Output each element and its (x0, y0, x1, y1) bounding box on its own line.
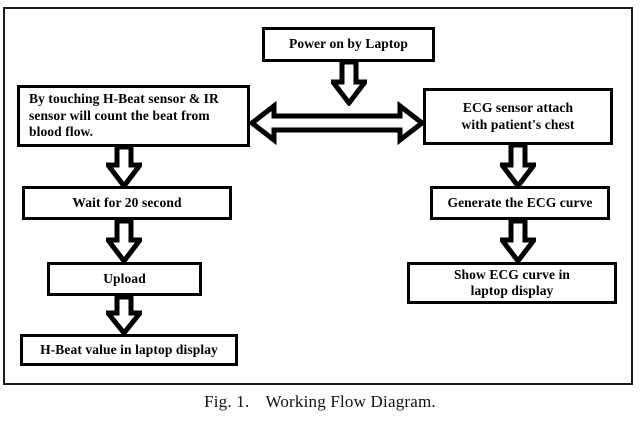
flow-node-hbeat-value: H-Beat value in laptop display (20, 334, 238, 366)
flow-node-generate-ecg-curve-label: Generate the ECG curve (447, 194, 593, 210)
arrow-down-icon-generate-to-show (500, 219, 536, 264)
flow-node-ecg-attach-label: ECG sensor attach with patient's chest (461, 100, 575, 132)
flow-node-wait: Wait for 20 second (22, 186, 232, 220)
arrow-down-icon-hbeat-to-wait (106, 145, 142, 189)
arrow-down-icon-wait-to-upload (106, 219, 142, 264)
arrow-bidirectional-icon-hbeat-ecg (249, 100, 425, 146)
flow-node-power-on: Power on by Laptop (262, 27, 435, 62)
arrow-down-icon-power-to-branch (331, 60, 367, 106)
figure-caption-text: Working Flow Diagram. (265, 392, 436, 411)
arrow-down-icon-upload-to-value (106, 295, 142, 336)
arrow-down-icon-ecg-to-generate (500, 143, 536, 189)
flow-node-upload: Upload (47, 262, 202, 296)
flow-node-power-on-label: Power on by Laptop (289, 36, 408, 52)
flow-node-upload-label: Upload (103, 270, 146, 286)
flow-node-hbeat-value-label: H-Beat value in laptop display (40, 341, 218, 357)
flow-node-wait-label: Wait for 20 second (72, 194, 182, 210)
figure-caption-label: Fig. 1. (204, 392, 250, 411)
flow-node-show-ecg-curve-label: Show ECG curve in laptop display (453, 266, 571, 298)
flow-node-generate-ecg-curve: Generate the ECG curve (430, 186, 610, 220)
flow-node-hbeat-sensor-label: By touching H-Beat sensor & IR sensor wi… (29, 91, 219, 140)
flow-node-show-ecg-curve: Show ECG curve in laptop display (407, 262, 617, 304)
flow-node-ecg-attach: ECG sensor attach with patient's chest (423, 88, 613, 145)
figure-caption: Fig. 1. Working Flow Diagram. (0, 392, 640, 412)
flow-node-hbeat-sensor: By touching H-Beat sensor & IR sensor wi… (17, 85, 250, 147)
